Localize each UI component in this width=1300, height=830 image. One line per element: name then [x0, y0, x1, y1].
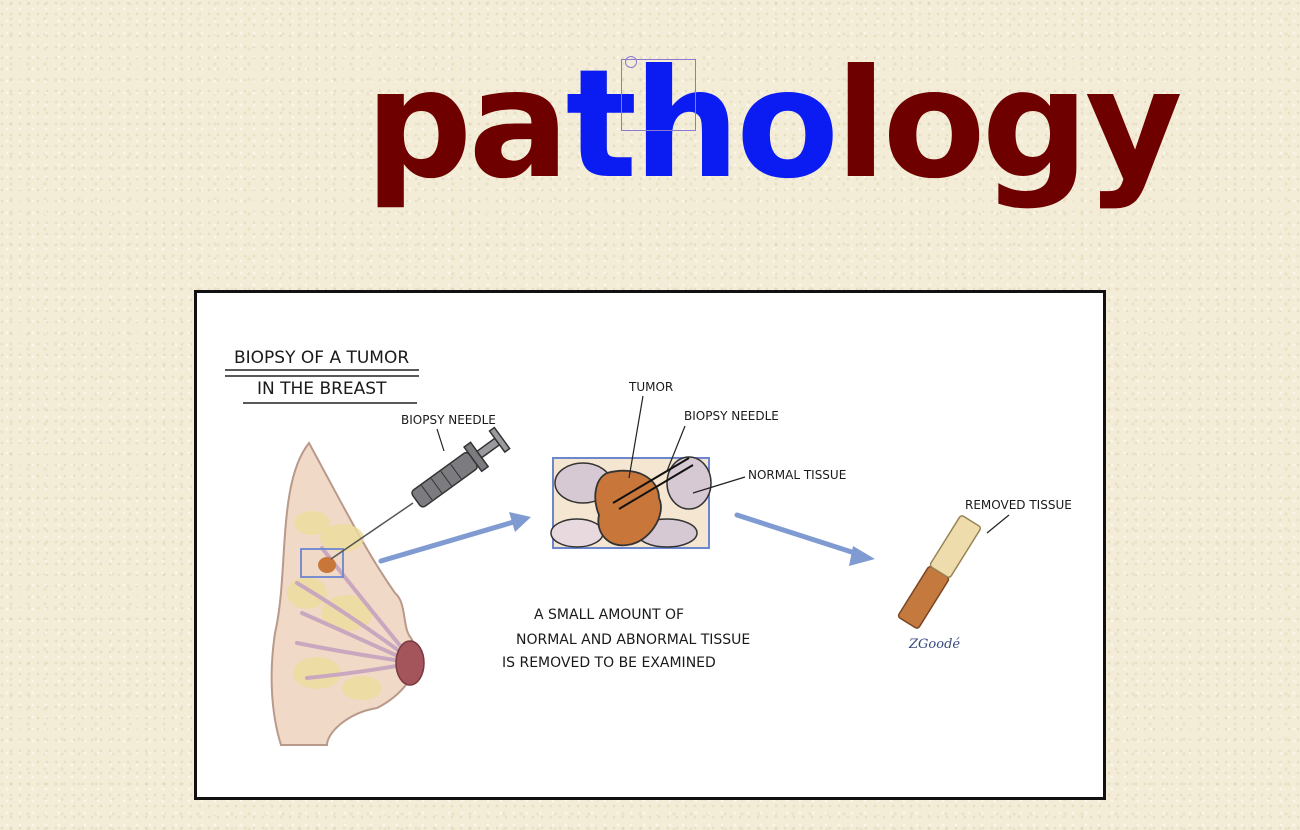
needle-shaft: [330, 502, 414, 560]
label-normal-tissue: NORMAL TISSUE: [748, 468, 846, 482]
selection-box[interactable]: [621, 59, 696, 131]
arrow-right-icon: [378, 512, 531, 564]
page-title: pathology: [365, 50, 1183, 220]
biopsy-diagram: BIOPSY OF A TUMOR IN THE BREAST: [225, 348, 1072, 746]
fat-lobule: [342, 676, 382, 700]
tumor-small: [318, 557, 336, 573]
title-part-pa: pa: [365, 38, 570, 212]
label-biopsy-needle-center: BIOPSY NEEDLE: [684, 409, 779, 423]
caption-line1: A SMALL AMOUNT OF: [534, 607, 684, 623]
fat-lobule: [294, 511, 330, 535]
syringe-icon: [330, 426, 511, 560]
title-part-logy: logy: [835, 38, 1183, 212]
leader-needle-left: [436, 428, 445, 452]
rotate-handle[interactable]: [625, 56, 637, 68]
milk-ducts: [295, 546, 404, 680]
leader-needle-center: [666, 425, 686, 472]
fat-lobule: [293, 657, 341, 689]
caption-line2: NORMAL AND ABNORMAL TISSUE: [516, 632, 750, 648]
diagram-heading-line2: IN THE BREAST: [257, 379, 387, 399]
biopsy-needle-line: [618, 464, 694, 510]
tumor-zoomed: [594, 469, 662, 547]
fat-lobule: [287, 577, 327, 609]
fat-lobule: [320, 524, 364, 552]
biopsy-illustration-panel: BIOPSY OF A TUMOR IN THE BREAST: [194, 290, 1106, 800]
leader-tumor: [628, 395, 644, 479]
nipple: [395, 640, 425, 686]
label-biopsy-needle-left: BIOPSY NEEDLE: [401, 413, 496, 427]
label-removed-tissue: REMOVED TISSUE: [965, 498, 1072, 512]
leader-normal-tissue: [692, 476, 746, 494]
zoomed-tissue-view: [550, 456, 712, 549]
artist-signature: ZGoodé: [908, 637, 960, 652]
biopsy-needle-line: [612, 457, 690, 504]
arrow-down-right-icon: [734, 512, 875, 566]
removed-tissue-core: [897, 515, 982, 629]
breast-illustration: [270, 441, 425, 746]
label-tumor: TUMOR: [628, 380, 673, 394]
diagram-heading-line1: BIOPSY OF A TUMOR: [234, 348, 409, 368]
zoom-region-box: [300, 548, 344, 578]
caption-line3: IS REMOVED TO BE EXAMINED: [502, 655, 716, 671]
title-part-tho: tho: [565, 38, 840, 212]
leader-removed-tissue: [986, 514, 1010, 534]
